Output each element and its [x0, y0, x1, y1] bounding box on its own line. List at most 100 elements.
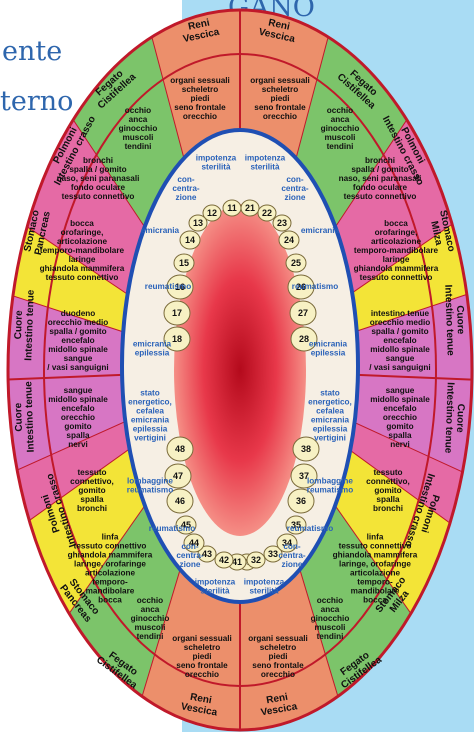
- body-text-right-sangue-line-7: nervi: [390, 440, 410, 449]
- body-text-right-linfa-line-1: linfa: [367, 533, 384, 542]
- ring-text-concentrazione-top-left-line-2: centra-: [172, 184, 200, 193]
- ring-text-stato-left-line-4: emicrania: [131, 416, 170, 425]
- body-text-right-bocca-line-7: tessuto connettivo: [360, 273, 433, 282]
- body-text-right-sangue-line-6: spalla: [388, 431, 412, 440]
- ring-text-epilessia-right-line-2: epilessia: [311, 349, 346, 358]
- body-text-right-tessuto-line-1: tessuto: [373, 468, 402, 477]
- body-text-right-linfa-line-6: temporo-: [357, 578, 393, 587]
- body-text-right-sangue-line-5: gomito: [386, 422, 413, 431]
- body-text-left-linfa-line-7: mandibolare: [86, 587, 135, 596]
- tooth-number-14: 14: [185, 235, 195, 245]
- body-text-upper-right-green-line-3: ginocchio: [321, 124, 360, 133]
- ring-text-top-left-line-1: impotenza: [196, 154, 237, 163]
- body-text-right-linfa-line-5: articolazione: [350, 569, 400, 578]
- body-text-left-bocca-line-2: orofaringe,: [61, 228, 104, 237]
- ring-text-bottom-right-line-1: impotenza: [244, 578, 285, 587]
- ring-text-reumatismo-left: reumatismo: [145, 282, 191, 291]
- ring-text-concentrazione-top-right-line-3: zione: [285, 193, 306, 202]
- tooth-number-28: 28: [299, 334, 309, 344]
- body-text-top-center-right-line-4: seno frontale: [254, 103, 306, 112]
- body-text-bottom-center-left-line-3: piedi: [192, 652, 211, 661]
- ring-text-concentrazione-bottom-right-line-2: centra-: [278, 551, 306, 560]
- tooth-number-38: 38: [301, 444, 311, 454]
- ring-text-reumatismo-bottom-left: reumatismo: [149, 524, 195, 533]
- body-text-left-duodeno-line-6: sangue: [64, 354, 93, 363]
- body-text-right-linfa-line-8: bocca: [363, 596, 387, 605]
- ring-text-stato-right-line-1: stato: [320, 389, 340, 398]
- body-text-right-bronchi-line-2: spalla / gomito: [351, 165, 408, 174]
- body-text-top-center-left-line-1: organi sessuali: [170, 76, 230, 85]
- ring-text-stato-right-line-5: epilessia: [313, 425, 348, 434]
- ring-text-emicrania-left: emicrania: [141, 226, 180, 235]
- body-text-right-tessuto-line-4: spalla: [376, 495, 400, 504]
- ring-text-concentrazione-bottom-right-line-1: con-: [283, 542, 301, 551]
- ring-text-stato-left-line-2: energetico,: [128, 398, 172, 407]
- body-text-right-intestino-line-4: encefalo: [383, 336, 416, 345]
- tooth-number-46: 46: [175, 496, 185, 506]
- body-text-right-intestino-line-3: spalla / gomito: [371, 327, 428, 336]
- body-text-left-linfa-line-8: bocca: [98, 596, 122, 605]
- tooth-number-22: 22: [262, 208, 272, 218]
- tooth-number-13: 13: [193, 218, 203, 228]
- ring-text-reumatismo-bottom-left-line-1: reumatismo: [149, 524, 195, 533]
- body-text-bottom-center-right-line-5: orecchio: [261, 670, 295, 679]
- tooth-number-17: 17: [172, 308, 182, 318]
- ring-text-stato-right-line-4: emicrania: [311, 416, 350, 425]
- body-text-left-bronchi-line-4: fondo oculare: [71, 183, 126, 192]
- ring-text-concentrazione-top-left-line-1: con-: [177, 175, 195, 184]
- ring-text-lombaggine-right-line-1: lombaggine: [307, 477, 353, 486]
- ring-text-top-left-line-2: sterilità: [201, 163, 231, 172]
- ring-text-epilessia-right-line-1: emicrania: [309, 340, 348, 349]
- ring-text-reumatismo-bottom-right-line-1: reumatismo: [287, 524, 333, 533]
- body-text-right-intestino-line-6: sangue: [386, 354, 415, 363]
- body-text-left-bocca-line-6: ghiandola mammifera: [40, 264, 125, 273]
- ring-text-stato-left-line-1: stato: [140, 389, 160, 398]
- ring-text-emicrania-left-line-1: emicrania: [141, 226, 180, 235]
- body-text-lower-right-green-line-2: anca: [321, 605, 340, 614]
- body-text-lower-left-green-line-1: occhio: [137, 596, 163, 605]
- body-text-left-sangue-line-4: orecchio: [61, 413, 95, 422]
- ring-text-epilessia-right: emicraniaepilessia: [309, 340, 348, 358]
- tooth-number-18: 18: [172, 334, 182, 344]
- body-text-top-center-left-line-3: piedi: [190, 94, 209, 103]
- body-text-left-linfa-line-5: articolazione: [85, 569, 135, 578]
- body-text-left-bocca-line-1: bocca: [70, 219, 94, 228]
- ring-text-top-right-line-2: sterilità: [250, 163, 280, 172]
- body-text-left-bronchi-line-1: bronchi: [83, 156, 113, 165]
- body-text-right-bocca-line-3: articolazione: [371, 237, 421, 246]
- ring-text-stato-right: statoenergetico,cefaleaemicraniaepilessi…: [308, 389, 352, 443]
- body-text-upper-left-green-line-1: occhio: [125, 106, 151, 115]
- ring-text-stato-left-line-6: vertigini: [134, 434, 166, 443]
- body-text-top-center-right-line-5: orecchio: [263, 112, 297, 121]
- ring-text-lombaggine-right: lombagginereumatismo: [307, 477, 354, 495]
- body-text-left-bronchi-line-3: naso, seni paranasali: [57, 174, 140, 183]
- body-text-bottom-center-right-line-4: seno frontale: [252, 661, 304, 670]
- body-text-right-linfa-line-7: mandibolare: [351, 587, 400, 596]
- ring-text-concentrazione-top-left-line-3: zione: [176, 193, 197, 202]
- body-text-left-bronchi-line-2: spalla / gomito: [69, 165, 126, 174]
- tooth-number-33: 33: [268, 549, 278, 559]
- body-text-bottom-center-left-line-1: organi sessuali: [172, 634, 232, 643]
- tooth-number-32: 32: [251, 555, 261, 565]
- body-text-lower-left-green-line-2: anca: [141, 605, 160, 614]
- body-text-right-tessuto-line-3: gomito: [374, 486, 401, 495]
- body-text-left-linfa-line-3: ghiandola mammifera: [68, 551, 153, 560]
- body-text-upper-left-green-line-5: tendini: [125, 142, 152, 151]
- ring-text-bottom-left-line-1: impotenza: [195, 578, 236, 587]
- body-text-upper-left-green-line-3: ginocchio: [119, 124, 158, 133]
- ring-text-epilessia-left-line-2: epilessia: [135, 349, 170, 358]
- body-text-left-bocca-line-3: articolazione: [57, 237, 107, 246]
- body-text-right-bocca-line-1: bocca: [384, 219, 408, 228]
- ring-text-bottom-right-line-2: sterilità: [249, 587, 279, 596]
- ring-text-concentrazione-top-right-line-2: centra-: [281, 184, 309, 193]
- tooth-number-11: 11: [227, 203, 237, 213]
- ring-text-lombaggine-left-line-2: reumatismo: [127, 486, 173, 495]
- body-text-top-center-right-line-1: organi sessuali: [250, 76, 310, 85]
- body-text-right-intestino-line-2: orecchio medio: [370, 318, 431, 327]
- body-text-right-bronchi-line-3: naso, seni paranasali: [339, 174, 422, 183]
- body-text-right-tessuto-line-2: connettivo,: [366, 477, 410, 486]
- body-text-left-linfa-line-2: tessuto connettivo: [74, 542, 147, 551]
- body-text-left-tessuto-line-2: connettivo,: [70, 477, 114, 486]
- body-text-top-center-right-line-3: piedi: [270, 94, 289, 103]
